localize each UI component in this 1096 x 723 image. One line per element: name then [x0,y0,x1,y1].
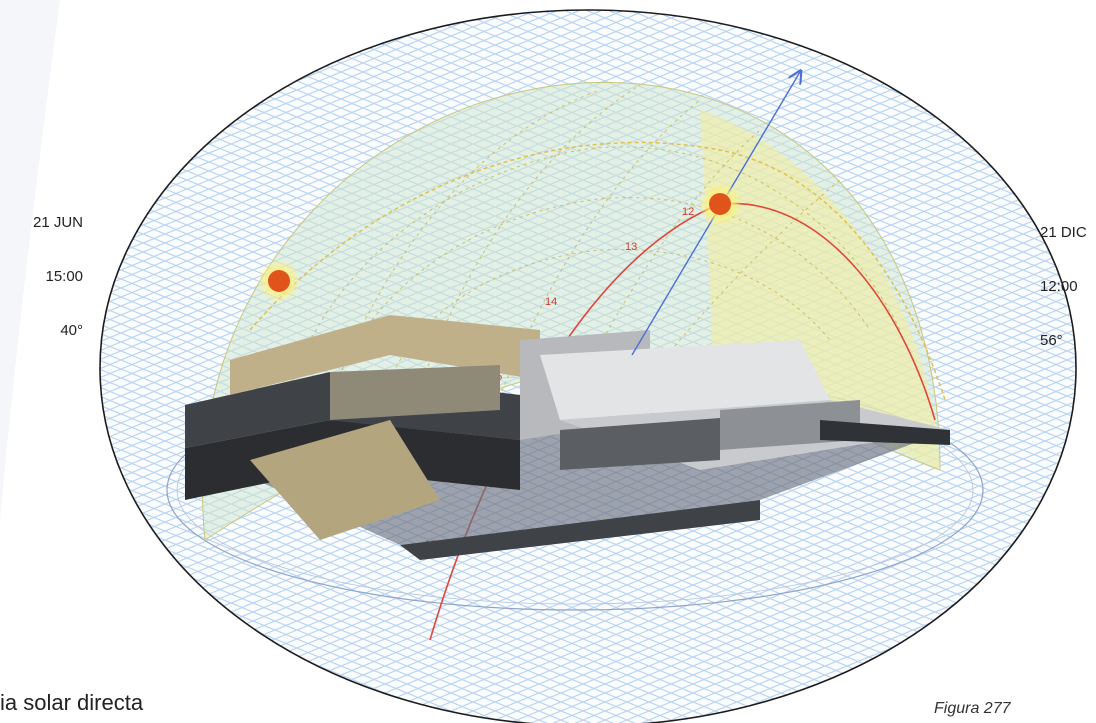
sun-dic-icon [709,193,731,215]
label-jun-time: 15:00 [45,268,84,285]
caption-text: ia solar directa [0,690,144,715]
figure-number: Figura 277 [934,700,1011,717]
label-dic-time: 12:00 [1040,278,1078,295]
horizon-ellipse [99,9,1077,723]
label-21-jun: 21 JUN 15:00 40° [33,178,83,358]
label-dic-angle: 56° [1040,332,1063,349]
hour-mark-12: 12 [682,206,694,218]
sun-jun-icon [268,270,290,292]
label-jun-angle: 40° [60,322,84,339]
building-complex [185,315,950,560]
summer-sun-path [249,141,946,401]
label-21-dic: 21 DIC 12:00 56° [1040,188,1087,368]
hour-mark-13: 13 [625,241,637,253]
backdrop-shade [0,0,60,520]
label-dic-date: 21 DIC [1040,224,1087,241]
hour-mark-14: 14 [545,296,557,308]
label-jun-date: 21 JUN [33,214,84,231]
dome-grid [279,84,901,471]
